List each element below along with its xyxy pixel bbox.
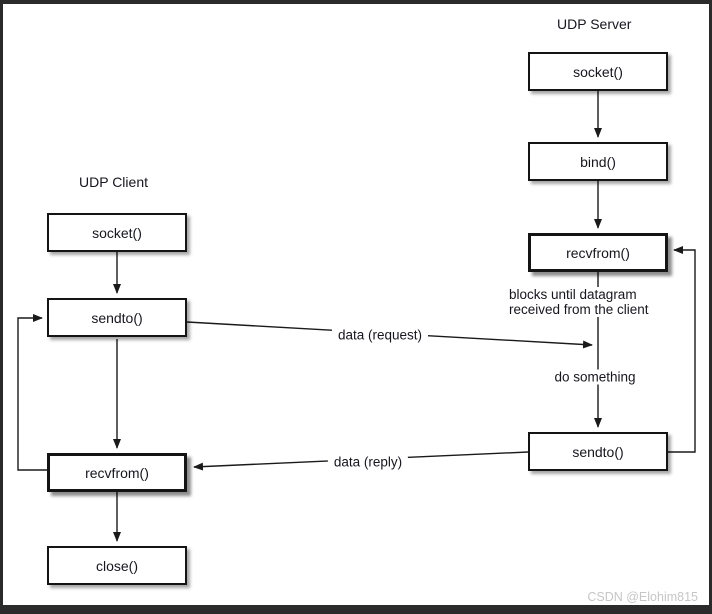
frame-bottom-border [0,605,712,614]
node-server-bind: bind() [528,142,668,181]
edge-label-data-request: data (request) [331,327,429,343]
node-server-recvfrom: recvfrom() [528,233,668,272]
annotation-blocks-line1: blocks until datagram [509,287,637,302]
annotation-blocks: blocks until datagram received from the … [509,287,649,317]
node-client-socket: socket() [47,213,187,252]
node-client-sendto: sendto() [47,298,187,337]
server-title: UDP Server [557,16,632,32]
node-client-close: close() [47,546,187,585]
node-client-recvfrom: recvfrom() [47,453,187,492]
annotation-do-something: do something [549,369,641,385]
frame-left-border [0,0,3,614]
arrow-client-loop [17,314,47,471]
annotation-blocks-line2: received from the client [509,302,649,317]
watermark: CSDN @Elohim815 [587,590,698,604]
frame-top-border [0,0,712,4]
node-server-socket: socket() [528,52,668,91]
node-server-sendto: sendto() [528,432,668,471]
arrow-server-loop [668,246,696,453]
client-title: UDP Client [79,174,148,190]
frame-right-border [709,0,712,614]
edge-label-data-reply: data (reply) [327,454,409,470]
